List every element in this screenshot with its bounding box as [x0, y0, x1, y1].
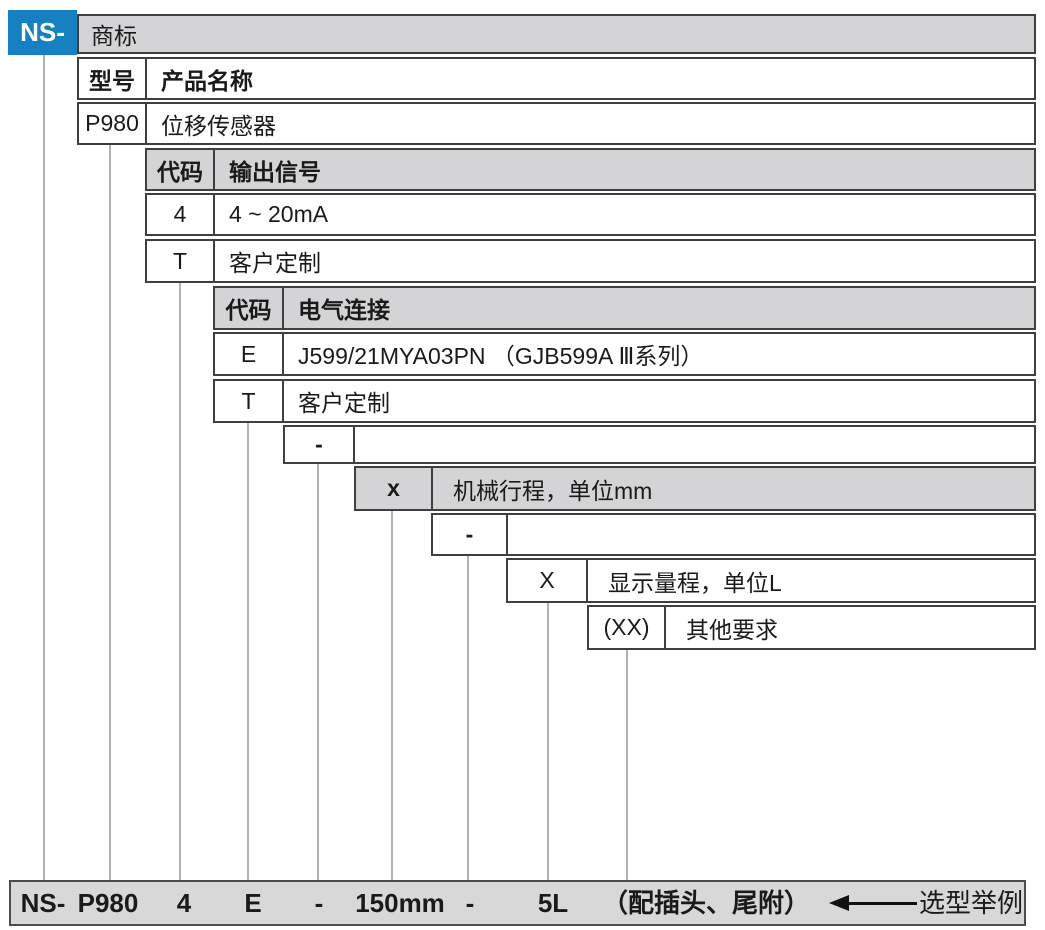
example-part-dash1: - — [314, 888, 324, 918]
stroke-label: 机械行程，单位mm — [453, 477, 653, 504]
connector-line-dash2 — [467, 556, 469, 880]
example-part-electrical: E — [244, 888, 262, 918]
signal-code-4: 4 — [147, 195, 215, 234]
connector-line-electrical — [247, 423, 249, 880]
dash2-cell: - — [433, 515, 508, 554]
arrow-head — [829, 895, 849, 911]
model-table-row: P980 位移传感器 — [77, 102, 1036, 145]
range-label: 显示量程，单位L — [608, 569, 782, 596]
signal-header-code: 代码 — [147, 150, 215, 189]
electrical-header-name: 电气连接 — [298, 297, 390, 323]
dash-row-2: - — [431, 513, 1036, 556]
other-label: 其他要求 — [686, 616, 778, 643]
arrow-tail — [849, 901, 917, 905]
electrical-desc-e: J599/21MYA03PN （GJB599A Ⅲ系列） — [298, 343, 704, 369]
example-part-stroke: 150mm — [355, 888, 445, 918]
electrical-desc-t: 客户定制 — [298, 390, 390, 416]
dash2-empty-cell — [508, 515, 1034, 554]
model-code: P980 — [79, 104, 147, 143]
signal-row-4: 4 4 ~ 20mA — [145, 193, 1036, 236]
electrical-row-t: T 客户定制 — [213, 379, 1036, 423]
electrical-table-header: 代码 电气连接 — [213, 286, 1036, 330]
connector-line-other — [626, 650, 628, 880]
signal-desc-t: 客户定制 — [229, 250, 321, 276]
stroke-row: x 机械行程，单位mm — [354, 466, 1036, 511]
example-caption: 选型举例 — [919, 888, 1024, 918]
example-part-suffix: （配插头、尾附） — [602, 888, 811, 918]
model-table-header: 型号 产品名称 — [77, 57, 1036, 100]
brand-prefix-box: NS- — [8, 10, 77, 55]
connector-line-stroke — [391, 511, 393, 880]
connector-line-brand — [43, 55, 45, 880]
model-name: 位移传感器 — [161, 112, 276, 139]
signal-row-t: T 客户定制 — [145, 239, 1036, 283]
model-header-code: 型号 — [79, 59, 147, 98]
dash1-empty-cell — [355, 427, 1034, 462]
connector-line-dash1 — [317, 464, 319, 880]
trademark-row: 商标 — [77, 14, 1036, 54]
dash-row-1: - — [283, 425, 1036, 464]
other-row: (XX) 其他要求 — [587, 605, 1036, 650]
connector-line-signal — [179, 283, 181, 880]
stroke-code: x — [356, 468, 433, 509]
example-part-range: 5L — [537, 888, 569, 918]
connector-line-model — [109, 145, 111, 880]
arrow-left-icon — [829, 882, 917, 924]
other-code: (XX) — [589, 607, 666, 648]
signal-table-header: 代码 输出信号 — [145, 148, 1036, 191]
signal-desc-4: 4 ~ 20mA — [229, 201, 329, 227]
example-part-prefix: NS- — [20, 888, 66, 918]
dash1-cell: - — [285, 427, 355, 462]
model-header-name: 产品名称 — [161, 67, 253, 94]
brand-prefix-label: NS- — [20, 17, 65, 47]
range-row: X 显示量程，单位L — [506, 558, 1036, 603]
example-part-signal: 4 — [176, 888, 192, 918]
example-part-model: P980 — [77, 888, 139, 918]
electrical-code-e: E — [215, 334, 284, 374]
trademark-label: 商标 — [91, 23, 137, 49]
electrical-row-e: E J599/21MYA03PN （GJB599A Ⅲ系列） — [213, 332, 1036, 376]
example-bar: NS- P980 4 E - 150mm - 5L （配插头、尾附） 选型举例 — [9, 880, 1026, 926]
electrical-code-t: T — [215, 381, 284, 421]
signal-code-t: T — [147, 241, 215, 281]
electrical-header-code: 代码 — [215, 288, 284, 328]
example-part-dash2: - — [465, 888, 475, 918]
range-code: X — [508, 560, 588, 601]
signal-header-name: 输出信号 — [229, 158, 321, 185]
connector-line-range — [547, 603, 549, 880]
